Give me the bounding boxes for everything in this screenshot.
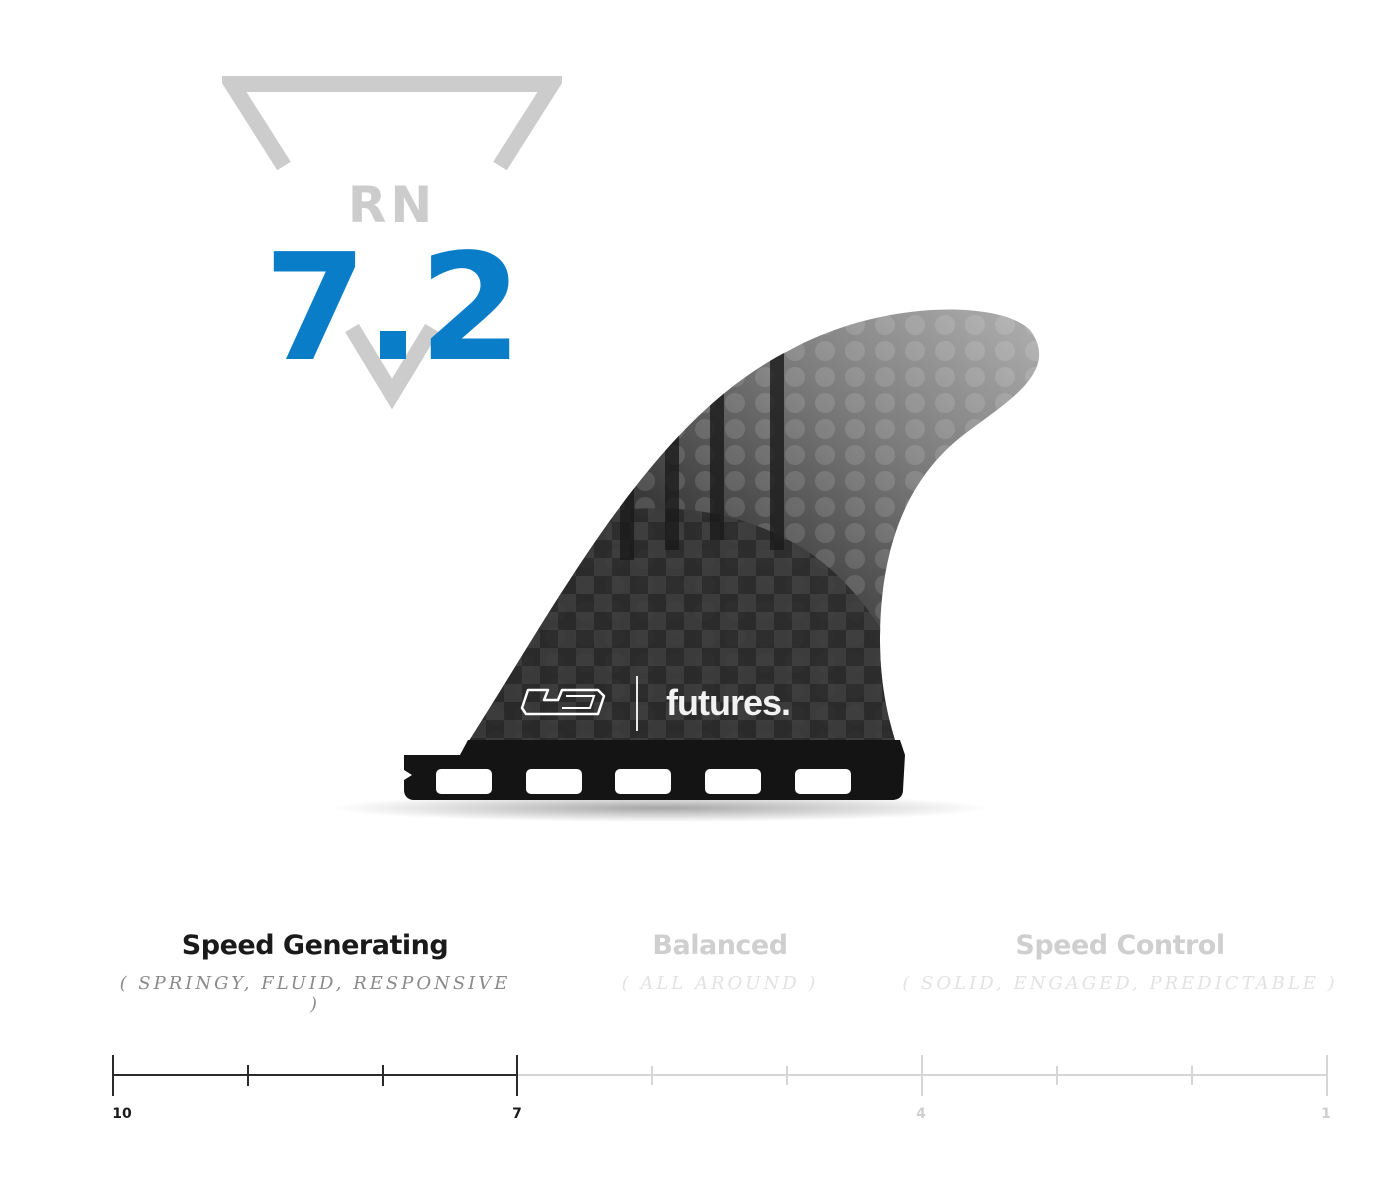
category-title: Balanced	[652, 930, 788, 961]
category-speed-control: Speed Control ( SOLID, ENGAGED, PREDICTA…	[900, 930, 1340, 994]
category-subtitle: ( ALL AROUND )	[621, 973, 819, 994]
brand-divider	[636, 676, 638, 731]
hs-logo-icon	[518, 682, 608, 722]
tab-slot	[436, 769, 492, 794]
brand-name: futures.	[666, 682, 791, 723]
scale-label-1: 1	[1321, 1106, 1331, 1122]
category-title: Speed Control	[1015, 930, 1225, 961]
rating-prefix: RN	[347, 176, 437, 234]
fin-product-image	[240, 270, 1060, 830]
category-subtitle: ( SOLID, ENGAGED, PREDICTABLE )	[902, 973, 1338, 994]
category-speed-generating: Speed Generating ( SPRINGY, FLUID, RESPO…	[115, 930, 515, 1015]
category-title: Speed Generating	[181, 930, 449, 961]
triangle-badge-icon	[222, 76, 562, 410]
scale-label-4: 4	[916, 1106, 926, 1122]
rating-badge: RN 7.2	[222, 76, 562, 416]
scale-label-10: 10	[112, 1106, 132, 1122]
category-balanced: Balanced ( ALL AROUND )	[570, 930, 870, 994]
rating-scale	[112, 1055, 1328, 1096]
rating-value: 7.2	[263, 222, 522, 394]
scale-label-7: 7	[512, 1106, 522, 1122]
category-subtitle: ( SPRINGY, FLUID, RESPONSIVE )	[119, 973, 511, 1015]
